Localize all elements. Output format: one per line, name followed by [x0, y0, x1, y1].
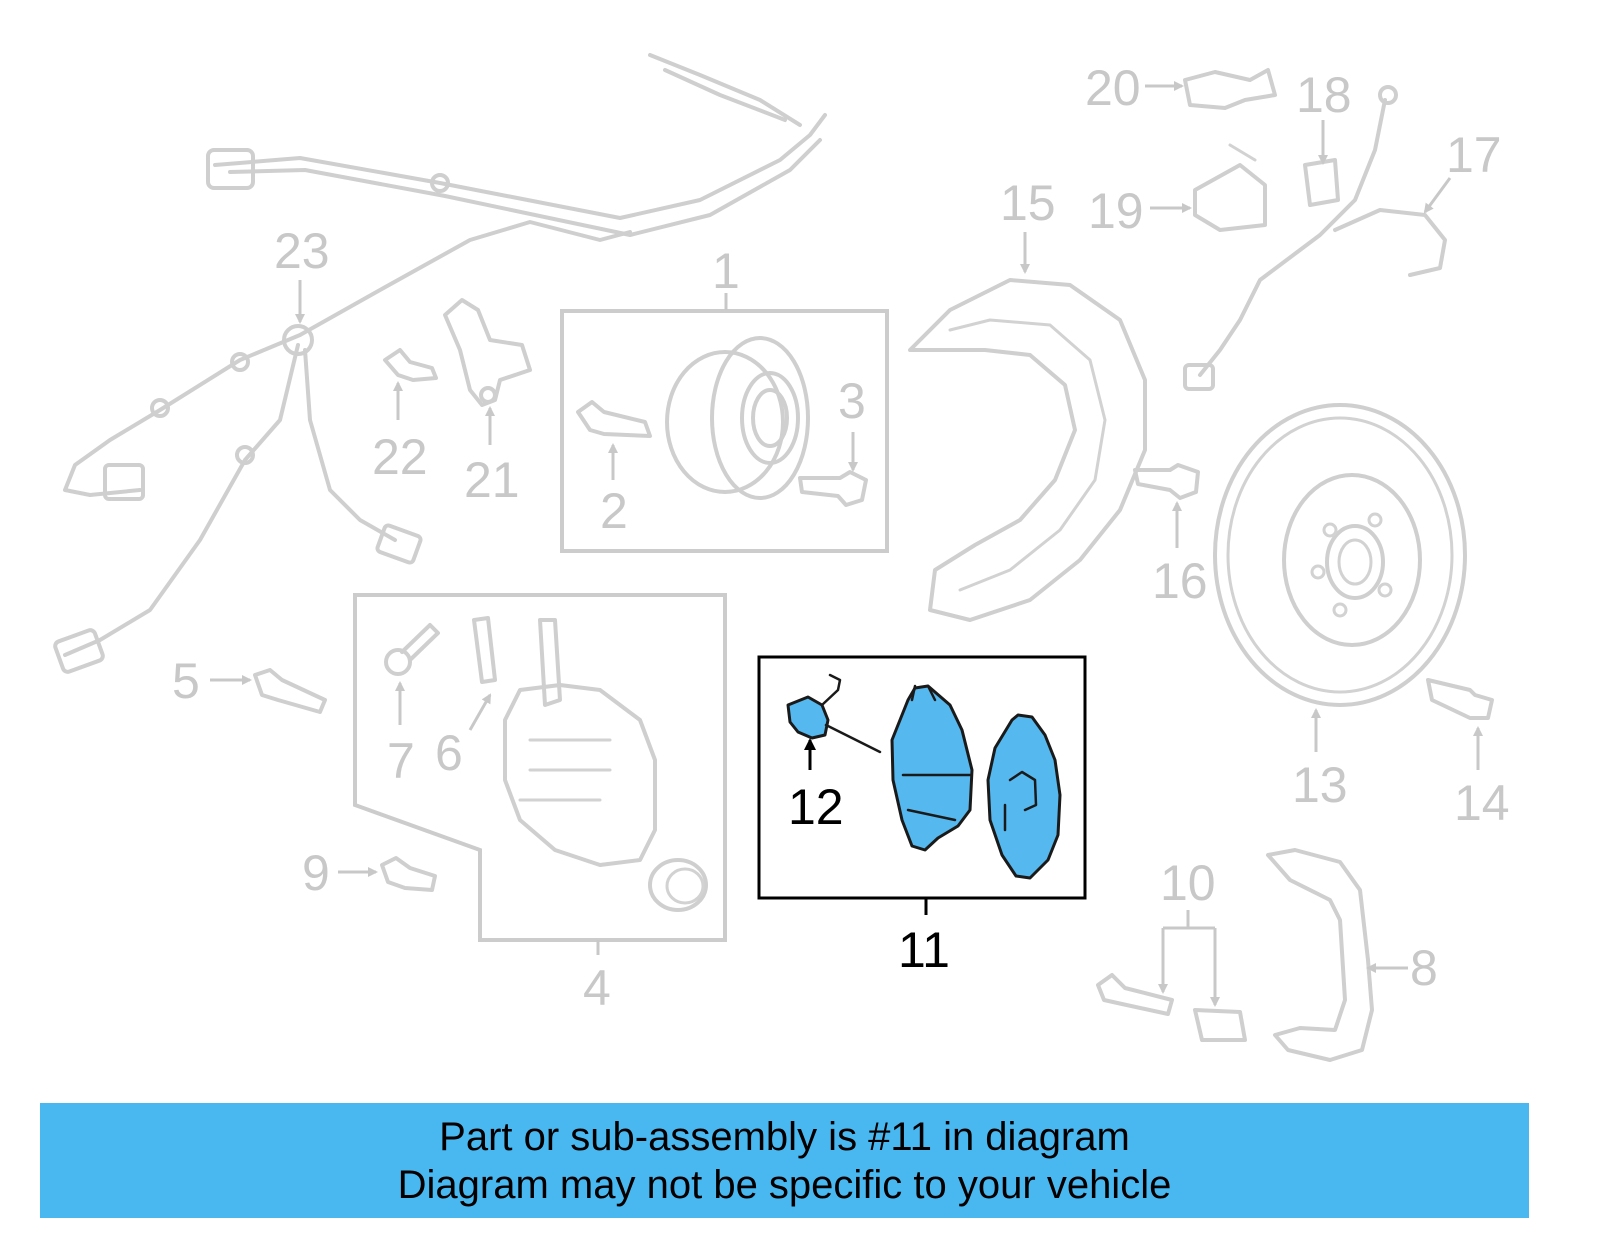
callout-14: 14 [1454, 775, 1510, 831]
splash-shield-15[interactable] [908, 278, 1147, 622]
info-banner: Part or sub-assembly is #11 in diagram D… [40, 1103, 1529, 1218]
sensor-21[interactable] [443, 298, 532, 407]
wiring-harness[interactable] [53, 53, 827, 674]
guide-bolts-10[interactable] [1096, 973, 1247, 1042]
seal-ring[interactable] [648, 858, 708, 912]
bolt-2[interactable] [576, 400, 652, 438]
speed-sensor-cable-17[interactable] [1183, 85, 1447, 391]
callout-15: 15 [1000, 175, 1056, 231]
callout-3: 3 [838, 373, 866, 429]
brake-pad-outer[interactable] [986, 713, 1062, 880]
callout-7: 7 [387, 733, 415, 789]
brake-pad-inner[interactable] [890, 684, 974, 852]
brake-pad-set-box[interactable] [757, 655, 1087, 900]
callout-8: 8 [1410, 940, 1438, 996]
bracket-19[interactable] [1193, 143, 1267, 232]
callout-22: 22 [372, 429, 428, 485]
callout-4: 4 [583, 960, 611, 1016]
callout-19: 19 [1088, 183, 1144, 239]
bracket-20[interactable] [1183, 68, 1277, 110]
bolt-5[interactable] [253, 668, 327, 714]
callout-18: 18 [1296, 67, 1352, 123]
bolt-9[interactable] [380, 856, 437, 892]
callout-13: 13 [1292, 757, 1348, 813]
brake-caliper[interactable] [503, 618, 657, 867]
brake-rotor-13[interactable] [1213, 403, 1467, 707]
bleeder-6[interactable] [472, 616, 497, 684]
wheel-hub-1[interactable] [665, 336, 810, 500]
callout-16: 16 [1152, 553, 1208, 609]
cap-7[interactable] [384, 623, 440, 676]
callout-17: 17 [1446, 127, 1502, 183]
callout-5: 5 [172, 653, 200, 709]
bolt-22[interactable] [383, 348, 438, 382]
wear-sensor-12[interactable] [786, 673, 882, 754]
hub-assembly-box[interactable] [560, 309, 889, 553]
leader-10 [1163, 910, 1215, 930]
bolt-16[interactable] [1133, 463, 1200, 500]
callout-2: 2 [600, 483, 628, 539]
caliper-assembly-box[interactable] [353, 593, 727, 942]
arrow-6 [468, 693, 492, 731]
callout-20: 20 [1085, 60, 1141, 116]
callout-11: 11 [898, 922, 950, 978]
bracket-8[interactable] [1266, 848, 1374, 1062]
banner-part-line: Part or sub-assembly is #11 in diagram [439, 1114, 1130, 1159]
callout-9: 9 [302, 845, 330, 901]
callout-21: 21 [464, 452, 520, 508]
bolt-3[interactable] [798, 470, 868, 507]
callout-1: 1 [712, 243, 740, 299]
arrow-17 [1423, 177, 1452, 214]
banner-disclaimer-line: Diagram may not be specific to your vehi… [397, 1162, 1172, 1207]
screw-14[interactable] [1426, 678, 1494, 720]
clip-18[interactable] [1303, 158, 1340, 207]
callout-10: 10 [1160, 855, 1216, 911]
callout-6: 6 [435, 725, 463, 781]
callout-12: 12 [788, 779, 844, 835]
callout-23: 23 [274, 223, 330, 279]
